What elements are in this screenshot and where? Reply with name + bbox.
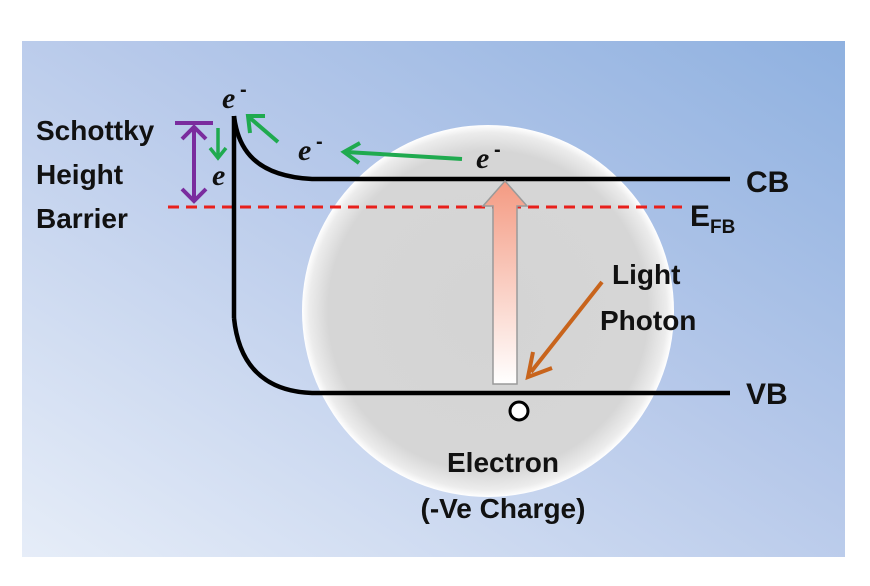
photon-arrow xyxy=(525,280,604,381)
electron-up-arrow xyxy=(245,114,280,144)
electron-down-arrow xyxy=(208,128,228,161)
hole-label-line1: Electron xyxy=(447,447,559,478)
conduction-band-line xyxy=(231,115,730,182)
barrier-label-line3: Barrier xyxy=(36,203,128,234)
semiconductor-particle xyxy=(302,125,674,497)
fermi-level-subscript: FB xyxy=(710,217,735,238)
barrier-label-line1: Schottky xyxy=(36,115,155,146)
hole-symbol xyxy=(508,400,530,422)
electron-excited-charge: - xyxy=(494,139,501,161)
electron-top-charge: - xyxy=(240,79,247,101)
electron-excited-symbol: e xyxy=(476,142,489,175)
electron-transfer-arrow xyxy=(340,141,463,165)
electron-mid-charge: - xyxy=(316,131,323,153)
electron-interface-symbol: e xyxy=(212,159,225,192)
vb-label: VB xyxy=(746,378,788,411)
barrier-label-line2: Height xyxy=(36,159,123,190)
photon-label-line2: Photon xyxy=(600,305,696,336)
fermi-level-label: E xyxy=(690,200,710,233)
photon-label-line1: Light xyxy=(612,259,680,290)
electron-mid-symbol: e xyxy=(298,134,311,167)
excitation-arrow xyxy=(481,179,529,385)
hole-label-line2: (-Ve Charge) xyxy=(421,493,586,524)
valence-band-line xyxy=(231,317,730,396)
electron-top-symbol: e xyxy=(222,82,235,115)
barrier-height-arrow xyxy=(175,121,213,204)
cb-label: CB xyxy=(746,166,789,199)
